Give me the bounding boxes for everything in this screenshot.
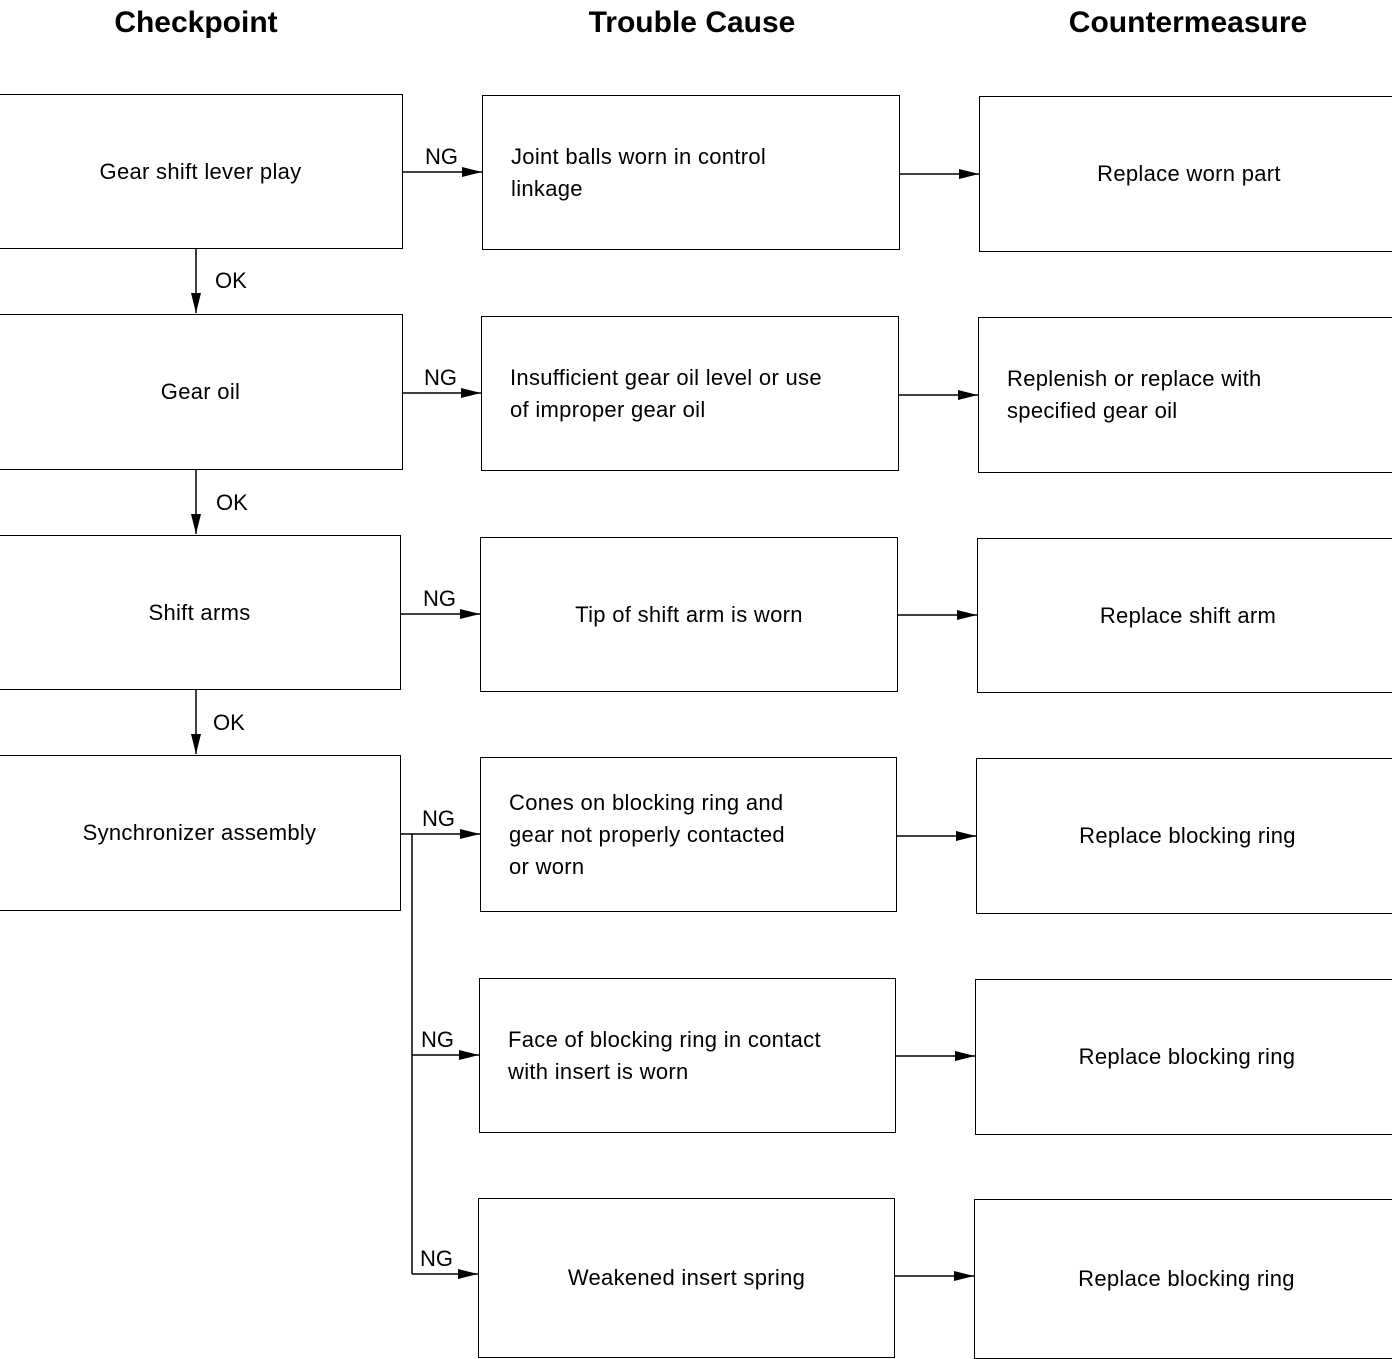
countermeasure-label: Replace blocking ring [1079,823,1296,848]
ng-label: NG [422,806,455,831]
cause-box: Cones on blocking ring and gear not prop… [480,757,897,912]
countermeasure-box: Replace worn part [979,96,1392,252]
header-checkpoint: Checkpoint [114,6,278,39]
checkpoint-label: Gear shift lever play [99,158,302,184]
countermeasure-box: Replace blocking ring [975,979,1392,1135]
countermeasure-label: Replace blocking ring [1078,1044,1296,1069]
cause-label: Weakened insert spring [567,1265,806,1290]
cause-box: Insufficient gear oil level or use of im… [481,316,899,471]
ng-label: NG [420,1246,453,1271]
cause-label: Insufficient gear oil level or use of im… [510,364,822,422]
ng-label: NG [423,586,456,611]
countermeasure-box: Replace blocking ring [976,758,1392,914]
ok-label: OK [216,490,248,515]
checkpoint-box: Gear shift lever play [0,94,403,249]
countermeasure-label: Replace worn part [1097,161,1281,186]
checkpoint-box: Gear oil [0,314,403,470]
ng-label: NG [421,1027,454,1052]
cause-box: Tip of shift arm is worn [480,537,898,692]
cause-label: Cones on blocking ring and gear not prop… [509,789,785,879]
countermeasure-label: Replenish or replace with specified gear… [1007,366,1262,423]
countermeasure-label: Replace blocking ring [1078,1266,1295,1291]
checkpoint-label: Synchronizer assembly [82,820,317,845]
checkpoint-box: Synchronizer assembly [0,755,401,911]
header-trouble-cause: Trouble Cause [588,6,796,39]
countermeasure-box: Replace blocking ring [974,1199,1392,1359]
countermeasure-label: Replace shift arm [1099,602,1277,628]
cause-box: Weakened insert spring [478,1198,895,1358]
ng-branch-line [401,833,413,1274]
countermeasure-box: Replace shift arm [977,538,1392,693]
header-countermeasure: Countermeasure [1068,6,1308,39]
ok-label: OK [215,268,247,293]
checkpoint-label: Shift arms [148,599,251,625]
cause-label: Face of blocking ring in contact with in… [508,1026,821,1084]
checkpoint-box: Shift arms [0,535,401,690]
cause-box: Face of blocking ring in contact with in… [479,978,896,1133]
cause-label: Tip of shift arm is worn [575,601,803,627]
ng-label: NG [425,144,458,169]
ng-label: NG [424,365,457,390]
cause-label: Joint balls worn in control linkage [511,143,767,201]
cause-box: Joint balls worn in control linkage [482,95,900,250]
checkpoint-label: Gear oil [160,379,241,404]
countermeasure-box: Replenish or replace with specified gear… [978,317,1392,473]
ok-label: OK [213,710,245,735]
